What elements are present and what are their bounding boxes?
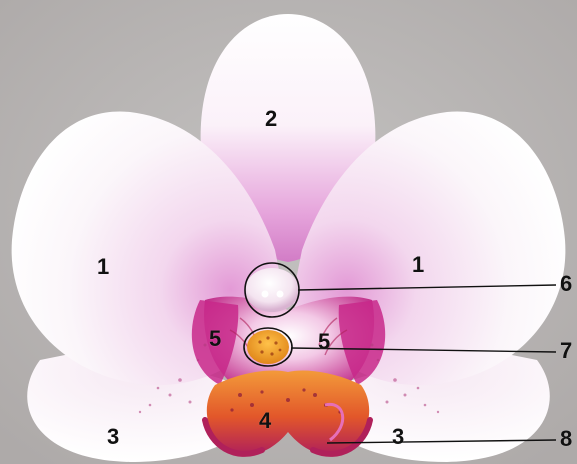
label-callus-left: 5 <box>209 328 221 350</box>
label-dorsal-sepal: 2 <box>265 108 277 130</box>
label-lateral-sepal-left: 3 <box>107 426 119 448</box>
label-lip: 4 <box>259 410 271 432</box>
label-column-tip: 6 <box>560 273 572 295</box>
label-callus-right: 5 <box>318 331 330 353</box>
label-petal-right: 1 <box>412 254 424 276</box>
label-lip-tendril: 8 <box>560 428 572 450</box>
label-pollinia: 7 <box>560 340 572 362</box>
label-petal-left: 1 <box>97 256 109 278</box>
label-lateral-sepal-right: 3 <box>392 426 404 448</box>
